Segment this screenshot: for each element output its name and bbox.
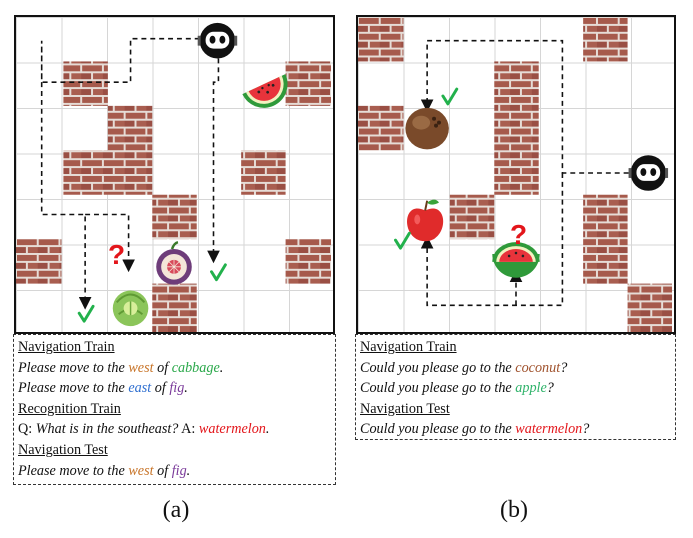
brick-wall [152,194,197,240]
brick-wall [152,283,197,332]
path-to-cabbage [40,37,200,310]
text-segment: ? [560,359,568,376]
path-to-fig-east [207,58,220,264]
caption-a: (a) [162,497,190,523]
nav-test-header-b: Navigation Test [360,400,450,417]
brick-wall [285,239,332,284]
text-segment: . [265,421,270,438]
text-segment: Q: [18,421,36,438]
text-segment: ? [546,380,554,397]
text-segment: ? [582,421,590,438]
text-segment: Please move to the [18,380,129,397]
instruction-box-b: Navigation Train Could you please go to … [355,334,676,440]
recog-header-a: Recognition Train [18,400,121,417]
check-icon [394,231,411,250]
brick-walls-b [358,17,673,332]
fig-icon [156,240,192,285]
object-word: fig [171,462,187,479]
object-word: cabbage [171,359,220,376]
nav-train-line-a2: Please move to the east of fig. [18,378,331,399]
answer-word: watermelon [198,421,266,438]
brick-wall [63,61,108,106]
object-word: watermelon [515,421,583,438]
brick-wall [494,61,539,195]
question-text: What is in the southeast? [35,421,179,438]
brick-wall [449,194,495,240]
nav-train-line-b2: Could you please go to the apple? [360,378,671,399]
question-mark-a: ? [108,239,126,270]
robot-icon-a [197,22,238,59]
direction-word: west [128,462,154,479]
text-segment: A: [178,421,199,438]
brick-wall [107,105,153,151]
text-segment: . [184,380,188,397]
text-segment: Could you please go to the [360,421,516,438]
object-word: apple [515,380,547,397]
path-to-coconut [420,39,629,174]
text-segment: Please move to the [18,462,129,479]
text-segment: of [151,380,170,397]
nav-test-line-a: Please move to the west of fig. [18,461,331,482]
brick-wall [285,61,332,106]
apple-icon [407,199,444,242]
grid-world-a: ? [14,15,335,334]
grid-world-b-drawing [358,17,673,332]
brick-wall [583,17,628,62]
paths-b [420,39,629,307]
recog-line-a: Q: What is in the southeast? A: watermel… [18,419,331,440]
text-segment: of [153,359,172,376]
brick-wall [358,105,404,151]
caption-b: (b) [500,497,528,523]
text-segment: Could you please go to the [360,380,516,397]
brick-walls-a [16,61,332,332]
brick-wall [16,239,62,284]
text-segment: of [153,462,172,479]
cabbage-icon [112,290,149,327]
question-mark-b: ? [510,219,528,250]
nav-train-header-a: Navigation Train [18,339,115,355]
watermelon-icon-b [492,242,540,278]
text-segment: . [186,462,191,479]
text-segment: Please move to the [18,359,129,376]
text-segment: Could you please go to the [360,359,516,376]
robot-icon-b [628,155,669,191]
direction-word: east [128,380,152,397]
direction-word: west [128,359,154,376]
path-to-apple [420,173,564,307]
brick-wall [358,17,404,62]
brick-wall [583,194,628,284]
text-segment: . [219,359,224,376]
nav-train-header-b: Navigation Train [360,339,457,355]
instruction-box-a: Navigation Train Please move to the west… [13,334,336,485]
watermelon-icon-a [242,74,288,108]
grid-world-b: ? [356,15,676,334]
object-word: coconut [515,359,561,376]
object-word: fig [169,380,185,397]
paths-a [40,37,220,310]
nav-train-line-a1: Please move to the west of cabbage. [18,358,331,379]
grid-world-a-drawing [16,22,332,332]
check-icon [210,263,227,282]
nav-test-line-b: Could you please go to the watermelon? [360,419,671,440]
nav-test-header-a: Navigation Test [18,441,108,458]
check-icon [77,304,95,323]
nav-train-line-b1: Could you please go to the coconut? [360,358,671,379]
coconut-icon [405,107,449,150]
brick-wall [63,150,153,195]
check-icon [441,87,459,106]
brick-wall [627,283,673,332]
brick-wall [241,150,286,195]
